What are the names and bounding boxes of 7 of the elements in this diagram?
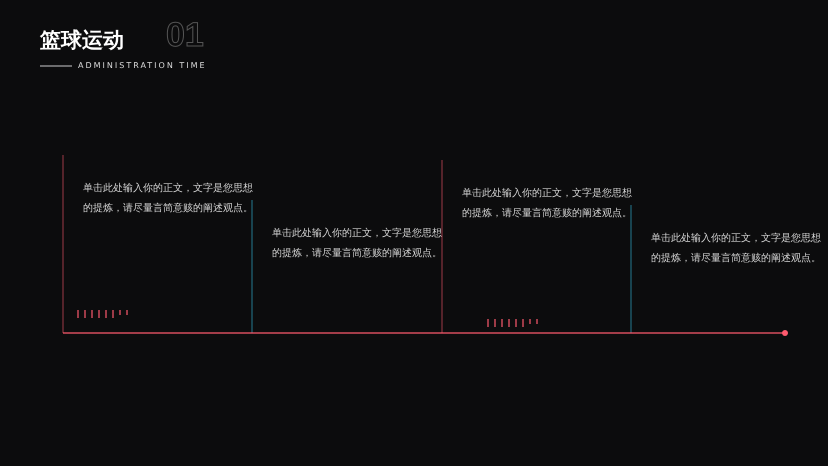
body-text: 单击此处输入你的正文，文字是您思想的提炼，请尽量言简意赅的阐述观点。 [651,232,822,266]
slide-title: 篮球运动 [40,27,124,54]
body-text: 单击此处输入你的正文，文字是您思想的提炼，请尽量言简意赅的阐述观点。 [83,182,254,216]
body-text: 单击此处输入你的正文，文字是您思想的提炼，请尽量言简意赅的阐述观点。 [272,226,443,261]
section-number: 01 [166,16,204,55]
subtitle: ADMINISTRATION TIME [78,61,207,70]
body-text: 单击此处输入你的正文，文字是您思想的提炼，请尽量言简意赅的阐述观点。 [462,186,633,221]
